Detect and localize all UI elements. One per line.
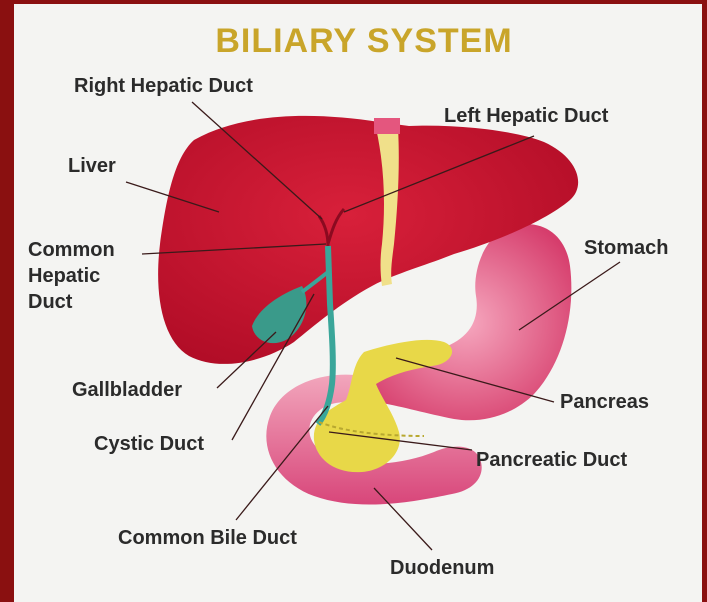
ligament-top-marker — [374, 118, 400, 134]
label-stomach: Stomach — [584, 237, 668, 259]
label-liver: Liver — [68, 155, 116, 177]
diagram-frame: BILIARY SYSTEM Right Hepatic Duct Left H… — [14, 4, 702, 602]
label-pancreas: Pancreas — [560, 391, 649, 413]
label-common-hepatic-duct-line3: Duct — [28, 291, 73, 313]
label-gallbladder: Gallbladder — [72, 379, 182, 401]
label-pancreatic-duct: Pancreatic Duct — [476, 449, 628, 471]
label-common-hepatic-duct-line1: Common — [28, 239, 115, 261]
label-right-hepatic-duct: Right Hepatic Duct — [74, 75, 253, 97]
biliary-system-diagram: BILIARY SYSTEM Right Hepatic Duct Left H… — [14, 4, 702, 602]
label-common-bile-duct: Common Bile Duct — [118, 527, 297, 549]
label-common-hepatic-duct-line2: Hepatic — [28, 265, 100, 287]
label-left-hepatic-duct: Left Hepatic Duct — [444, 105, 609, 127]
label-duodenum: Duodenum — [390, 557, 494, 579]
diagram-title: BILIARY SYSTEM — [215, 22, 512, 60]
label-cystic-duct: Cystic Duct — [94, 433, 204, 455]
